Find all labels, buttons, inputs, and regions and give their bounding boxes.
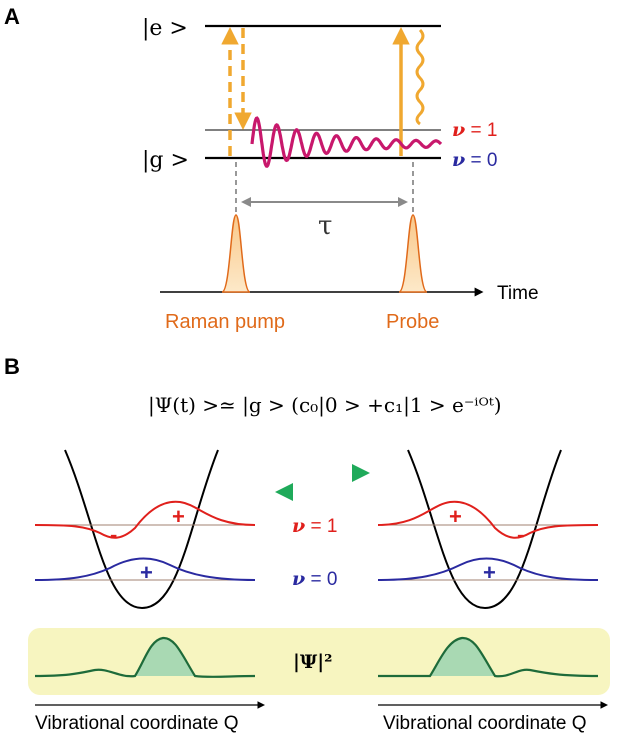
nu0-label-a: ν = 0: [452, 149, 497, 171]
nu0-value-b: = 0: [305, 569, 337, 590]
delay-label: τ: [318, 211, 332, 241]
nu1-label-b: ν = 1: [292, 515, 337, 537]
forward-arrowhead: [352, 464, 370, 482]
ground-state-label: |g >: [142, 148, 189, 173]
nu1-value-b: = 1: [305, 516, 337, 537]
panel-a-label: A: [4, 4, 20, 29]
wavefunction-equation: |Ψ(t) >≃ |g > (c₀|0 > +c₁|1 > e⁻ⁱᴼᵗ): [148, 393, 502, 418]
right-nu1-wavefunction: [377, 500, 599, 539]
probe-emission-wavy: [415, 28, 425, 126]
nu1-symbol-a: ν: [452, 119, 465, 141]
pump-pulse-label: Raman pump: [165, 311, 285, 333]
nu0-symbol-a: ν: [452, 149, 465, 171]
right-density-fill: [430, 637, 495, 676]
excited-state-label: |e >: [142, 16, 188, 41]
nu1-symbol-b: ν: [292, 515, 305, 537]
nu0-value-a: = 0: [465, 150, 497, 171]
left-minus-sign: -: [110, 522, 117, 547]
left-nu0-plus-sign: +: [140, 560, 153, 585]
panel-b-label: B: [4, 354, 20, 379]
probe-pulse-label: Probe: [386, 311, 439, 333]
left-density-fill: [135, 637, 195, 676]
exchange-arrows: [275, 464, 370, 501]
left-density-curve: [34, 636, 256, 678]
left-nu0-wavefunction: [34, 557, 256, 581]
left-potential-well: [64, 449, 219, 610]
pump-pulse: [221, 214, 251, 293]
nu0-label-b: ν = 0: [292, 568, 337, 590]
nu0-symbol-b: ν: [292, 568, 305, 590]
right-nu0-wavefunction: [377, 557, 599, 581]
time-axis-label: Time: [497, 283, 539, 304]
right-plus-sign: +: [449, 504, 462, 529]
density-label: |Ψ|²: [293, 651, 333, 673]
right-coordinate-label: Vibrational coordinate Q: [383, 713, 587, 734]
right-potential-well: [407, 449, 562, 610]
left-coordinate-label: Vibrational coordinate Q: [35, 713, 239, 734]
nu1-value-a: = 1: [465, 120, 497, 141]
backward-arrowhead: [275, 483, 293, 501]
vibrational-coherence-wave: [250, 116, 443, 168]
right-density-curve: [377, 636, 599, 678]
nu1-label-a: ν = 1: [452, 119, 497, 141]
left-plus-sign: +: [172, 504, 185, 529]
left-nu1-wavefunction: [34, 500, 256, 539]
right-nu0-plus-sign: +: [483, 560, 496, 585]
probe-pulse: [398, 214, 428, 293]
right-minus-sign: -: [517, 522, 524, 547]
